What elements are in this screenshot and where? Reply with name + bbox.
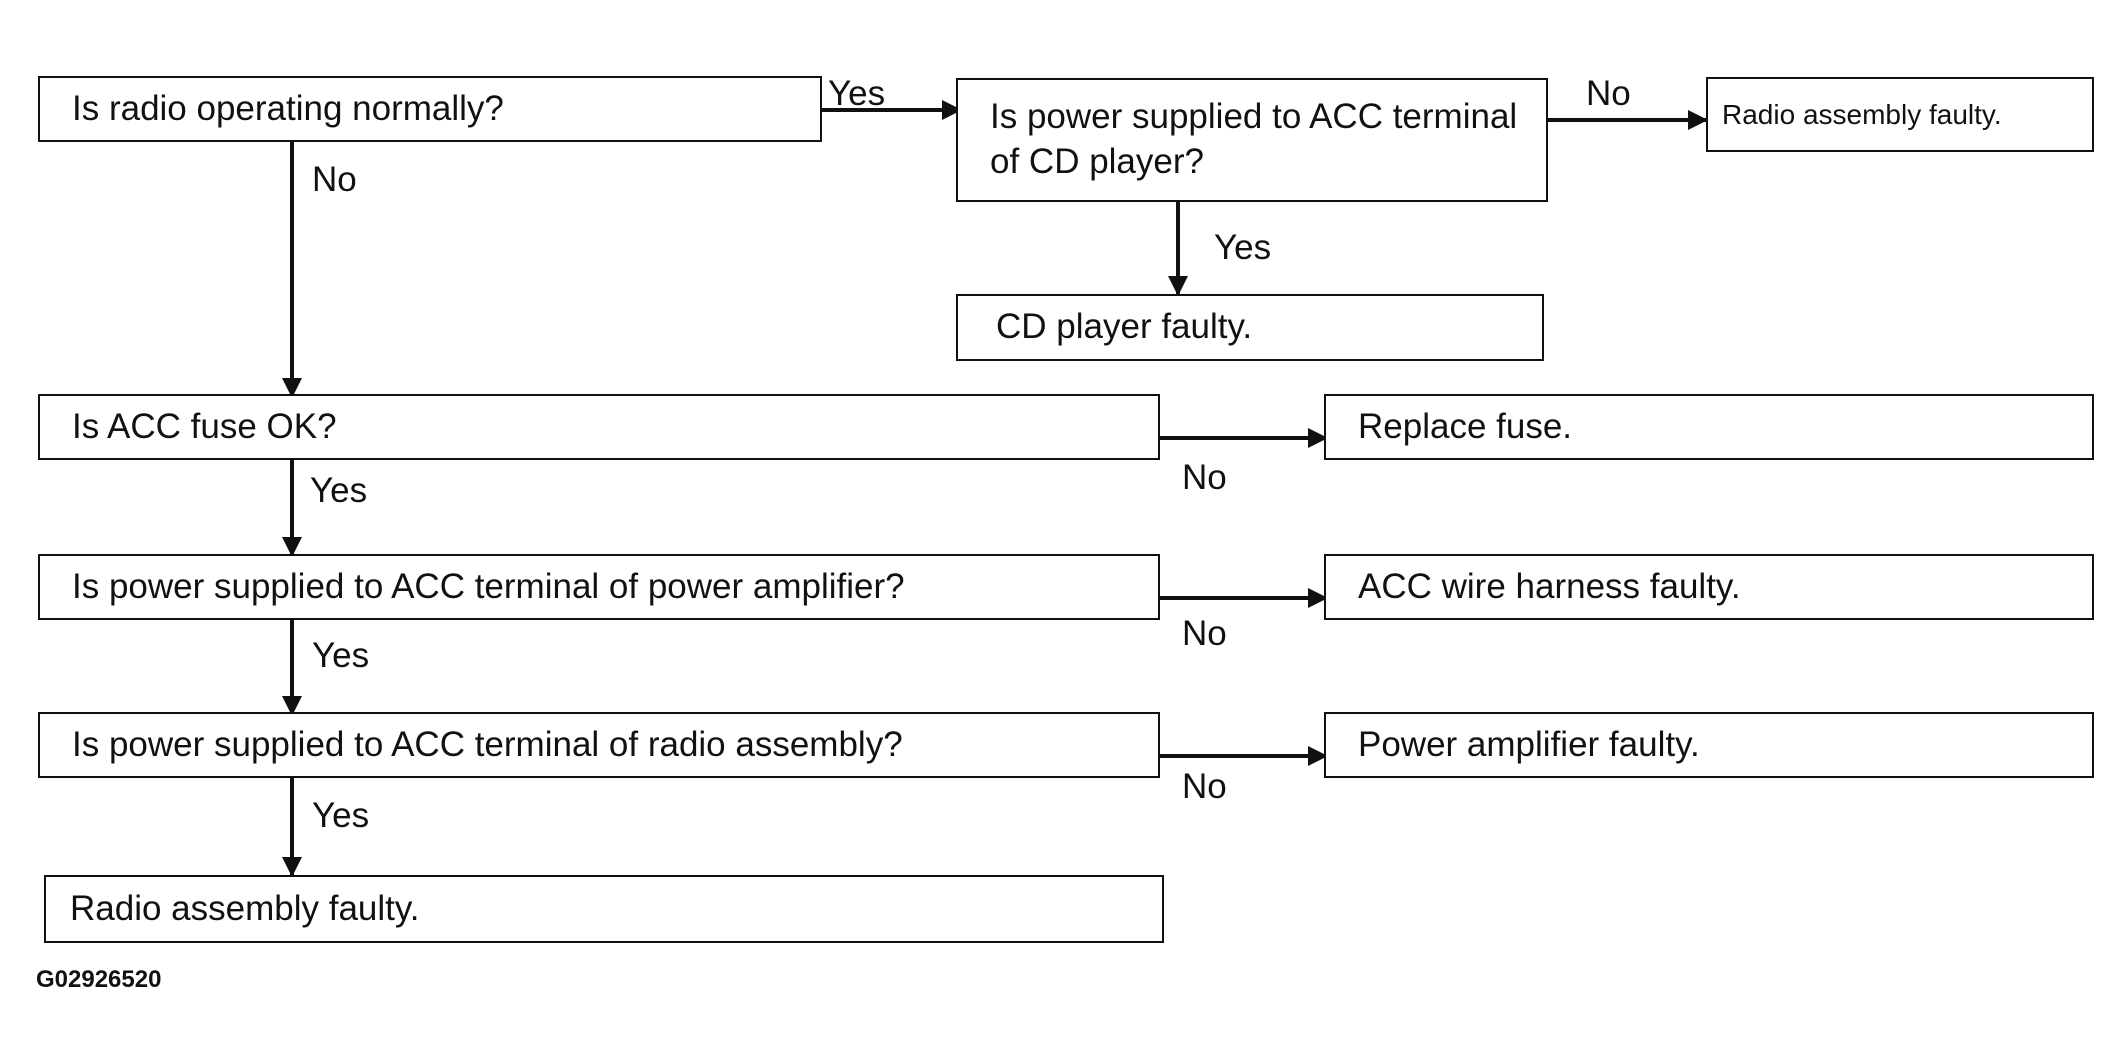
edge-label-cd-no: No	[1586, 74, 1631, 113]
result-power-amplifier-faulty: Power amplifier faulty.	[1324, 712, 2094, 778]
question-radio-operating-text: Is radio operating normally?	[72, 88, 504, 128]
question-amp-power-text: Is power supplied to ACC terminal of pow…	[72, 566, 905, 606]
result-radio-assembly-faulty-top: Radio assembly faulty.	[1706, 77, 2094, 152]
question-acc-fuse-text: Is ACC fuse OK?	[72, 406, 337, 446]
edge-label-cd-yes: Yes	[1214, 228, 1272, 267]
question-cd-power-text: Is power supplied to ACC terminal of CD …	[990, 97, 1518, 181]
edge-label-radio-yes: Yes	[828, 74, 886, 113]
edge-label-amp-yes: Yes	[312, 636, 370, 675]
figure-code: G02926520	[36, 966, 162, 993]
question-radio-power-text: Is power supplied to ACC terminal of rad…	[72, 724, 903, 764]
result-radio-assembly-faulty-top-text: Radio assembly faulty.	[1722, 98, 2002, 130]
edge-label-amp-no: No	[1182, 614, 1227, 653]
result-acc-wire-harness-faulty: ACC wire harness faulty.	[1324, 554, 2094, 620]
edge-label-radio-power-no: No	[1182, 767, 1227, 806]
edge-label-radio-no: No	[312, 160, 357, 199]
question-amp-power: Is power supplied to ACC terminal of pow…	[38, 554, 1160, 620]
question-cd-power: Is power supplied to ACC terminal of CD …	[956, 78, 1548, 202]
result-radio-assembly-faulty-bottom-text: Radio assembly faulty.	[70, 888, 420, 928]
edge-label-fuse-yes: Yes	[310, 471, 368, 510]
question-acc-fuse: Is ACC fuse OK?	[38, 394, 1160, 460]
result-replace-fuse: Replace fuse.	[1324, 394, 2094, 460]
result-acc-wire-harness-faulty-text: ACC wire harness faulty.	[1358, 566, 1741, 606]
question-radio-power: Is power supplied to ACC terminal of rad…	[38, 712, 1160, 778]
result-radio-assembly-faulty-bottom: Radio assembly faulty.	[44, 875, 1164, 943]
edge-label-fuse-no: No	[1182, 458, 1227, 497]
result-cd-player-faulty: CD player faulty.	[956, 294, 1544, 361]
edge-label-radio-power-yes: Yes	[312, 796, 370, 835]
result-power-amplifier-faulty-text: Power amplifier faulty.	[1358, 724, 1700, 764]
result-cd-player-faulty-text: CD player faulty.	[996, 307, 1253, 347]
question-radio-operating: Is radio operating normally?	[38, 76, 822, 142]
result-replace-fuse-text: Replace fuse.	[1358, 406, 1573, 446]
